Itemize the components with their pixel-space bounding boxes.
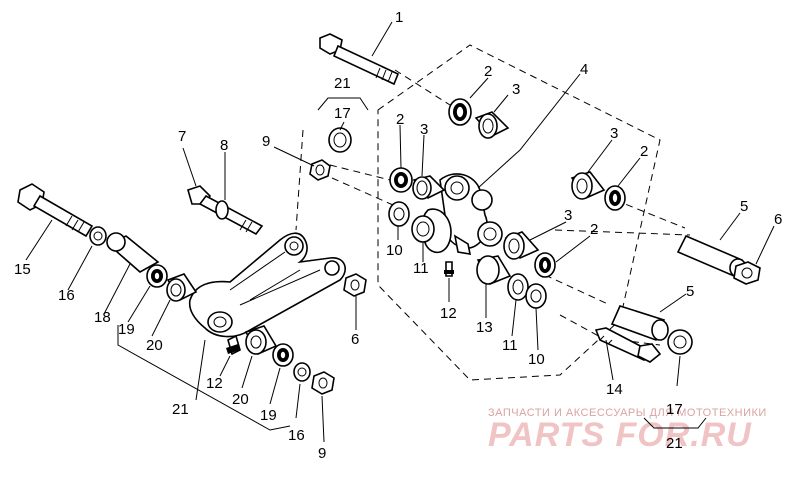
label-10: 10 (528, 351, 545, 368)
label-6: 6 (774, 211, 782, 228)
label-13: 13 (476, 319, 493, 336)
washer-11-lower (507, 273, 529, 301)
label-2: 2 (590, 221, 598, 238)
label-16: 16 (58, 287, 75, 304)
seal-ring-2-right-upper (604, 185, 626, 211)
bolt-1 (319, 33, 400, 86)
shaft-5-lower (610, 305, 669, 342)
label-8: 8 (220, 137, 228, 154)
label-21: 21 (334, 75, 351, 92)
label-12: 12 (206, 375, 223, 392)
watermark-brand: PARTS FOR.RU (488, 416, 752, 454)
bolt-14 (594, 327, 662, 363)
seal-ring-2-mid (389, 167, 413, 193)
nut-9-top (309, 159, 331, 181)
washer-16-lower (293, 362, 311, 382)
label-12: 12 (440, 305, 457, 322)
nut-6-right (733, 261, 761, 285)
label-3: 3 (512, 81, 520, 98)
spacer-10-upper (388, 201, 410, 227)
label-3: 3 (564, 207, 572, 224)
rocker-arm (188, 232, 346, 338)
label-5: 5 (740, 198, 748, 215)
label-19: 19 (118, 321, 135, 338)
label-11: 11 (413, 260, 429, 277)
label-2: 2 (396, 111, 404, 128)
label-14: 14 (606, 381, 623, 398)
group-bracket-21-right (643, 417, 707, 429)
label-1: 1 (395, 9, 403, 26)
label-7: 7 (178, 128, 186, 145)
nut-9-lower (311, 371, 335, 395)
label-16: 16 (288, 427, 305, 444)
label-19: 19 (260, 407, 277, 424)
label-2: 2 (484, 63, 492, 80)
label-3: 3 (420, 121, 428, 138)
assembly-boundary (377, 44, 661, 381)
sleeve-13 (476, 255, 512, 286)
washer-11-upper (411, 215, 435, 243)
label-9: 9 (262, 133, 270, 150)
seal-ring-2-top (448, 98, 472, 126)
label-2: 2 (640, 143, 648, 160)
bushing-3-top (474, 111, 510, 139)
label-10: 10 (386, 242, 403, 259)
label-21: 21 (172, 401, 189, 418)
spacer-10-lower (525, 283, 547, 309)
grease-nipple-12-upper (444, 261, 454, 277)
bushing-3-mid (412, 175, 446, 200)
label-18: 18 (94, 309, 111, 326)
label-20: 20 (232, 391, 249, 408)
label-6: 6 (351, 331, 359, 348)
label-17: 17 (334, 105, 351, 122)
nut-6-left (343, 273, 367, 297)
label-17: 17 (666, 401, 683, 418)
group-bracket-21-bottom (117, 325, 291, 431)
label-21: 21 (666, 435, 683, 452)
label-9: 9 (318, 445, 326, 462)
watermark-caption: ЗАПЧАСТИ И АКСЕССУАРЫ ДЛЯ МОТОТЕХНИКИ (488, 407, 767, 419)
seal-ring-2-right-lower (534, 252, 556, 278)
washer-16-upper (89, 226, 107, 246)
bolt-7 (187, 185, 264, 236)
label-4: 4 (580, 61, 588, 78)
bushing-20-upper (166, 273, 198, 302)
washer-17-top (328, 127, 352, 153)
label-11: 11 (502, 337, 518, 354)
label-5: 5 (686, 283, 694, 300)
washer-17-lower (667, 329, 693, 355)
bushing-3-right-lower (503, 231, 540, 260)
watermark: ЗАПЧАСТИ И АКСЕССУАРЫ ДЛЯ МОТОТЕХНИКИ PA… (488, 407, 767, 454)
bushing-3-right-upper (570, 171, 606, 200)
bushing-20-lower (244, 325, 278, 356)
group-bracket-21-top (317, 97, 369, 111)
label-leaders (25, 21, 775, 443)
bolt-15 (17, 183, 94, 238)
label-15: 15 (14, 261, 31, 278)
part-number-labels: 1 2 3 4 21 17 9 2 3 3 2 7 8 5 6 3 2 10 1… (14, 9, 782, 462)
seal-ring-19-lower (272, 343, 294, 367)
seal-ring-19-upper (146, 264, 168, 288)
label-3: 3 (610, 125, 618, 142)
sleeve-18 (106, 232, 160, 273)
label-20: 20 (146, 337, 163, 354)
grease-nipple-12-lower (226, 334, 241, 356)
